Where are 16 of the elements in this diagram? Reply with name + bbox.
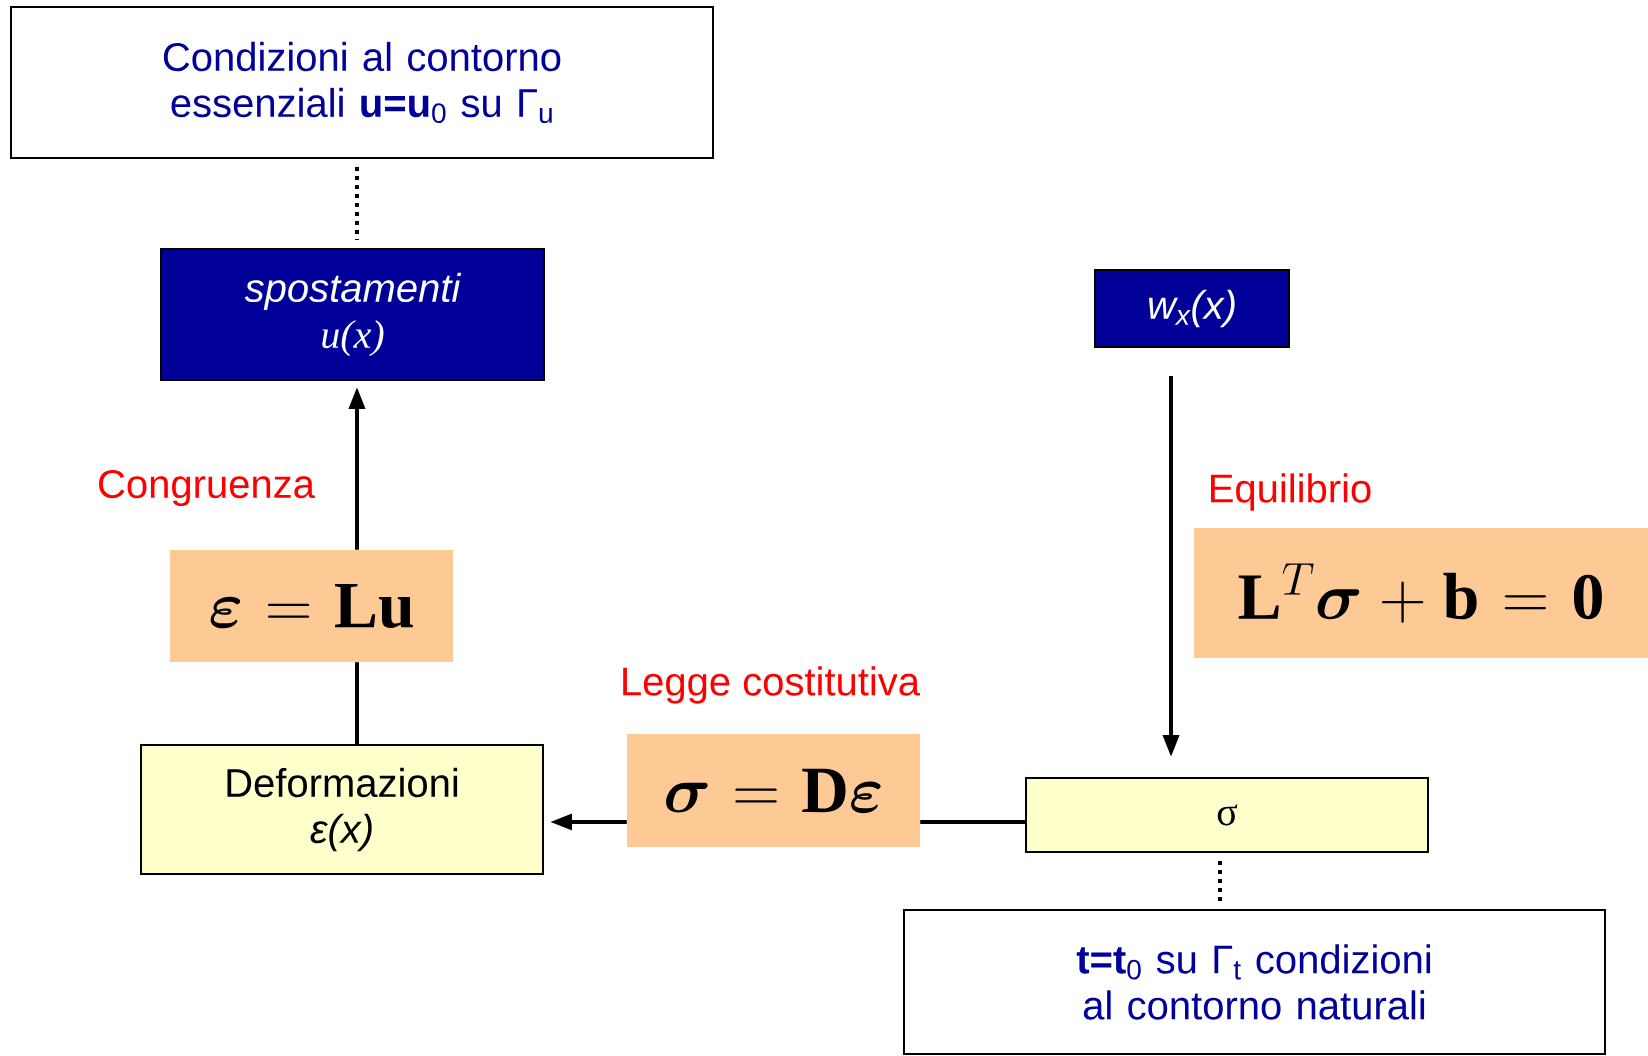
boundary-condition-box: Condizioni al contorno essenziali u=u$_{0}$ su Γ$_{u}$ — [10, 6, 714, 159]
connector-line — [920, 820, 1025, 824]
dotted-line — [355, 167, 359, 240]
relation-label: Equilibrio — [1211, 473, 1371, 511]
variable-box: σ — [1025, 777, 1429, 853]
relation-label: Legge costitutiva — [623, 666, 921, 704]
variable-box: Deformazioni ε(x) — [140, 744, 544, 875]
relation-label: Congruenza — [99, 469, 315, 507]
connector-line — [355, 662, 359, 744]
boundary-condition-box: t=t$_{0}$ su Γ$_{t}$ condizioni al contorno naturali — [903, 909, 1606, 1055]
equation-box: $\boldsymbol{\varepsilon}=\mathbf{Lu}$ — [170, 550, 453, 662]
equation-box: $\boldsymbol{\sigma}=\mathbf{D}\boldsymbol{\varepsilon}$ — [627, 734, 920, 847]
dotted-line — [1218, 861, 1222, 901]
variable-box: spostamenti u(x) — [160, 248, 545, 381]
equation-box: $\mathbf{L}^{T}\boldsymbol{\sigma}+\mathbf{b}=\mathbf{0}$ — [1194, 528, 1648, 658]
load-box: w$_{x}$(x) — [1094, 269, 1290, 348]
